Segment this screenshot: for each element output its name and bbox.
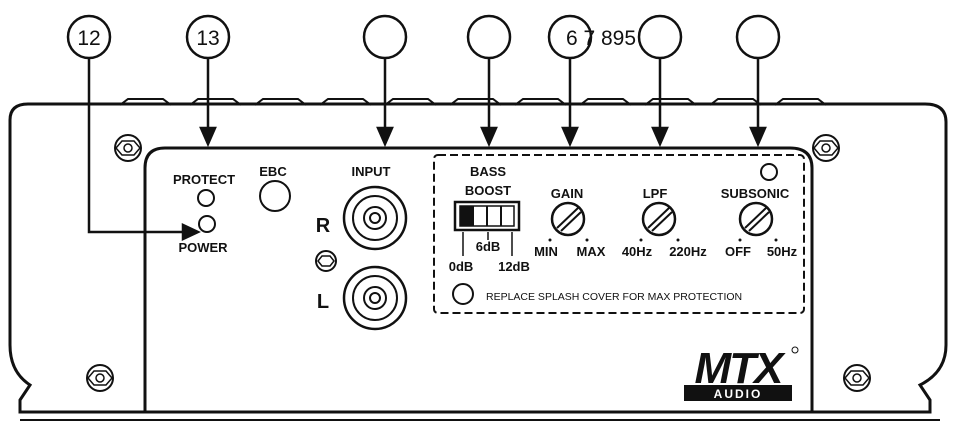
ground-screw-icon (315, 250, 337, 272)
lpf-max-dot (676, 238, 680, 242)
gain-max-dot (585, 238, 589, 242)
gain-min-dot (548, 238, 552, 242)
protect-label: PROTECT (173, 172, 235, 187)
gain-knob[interactable] (550, 201, 586, 237)
bass-boost-switch[interactable] (453, 200, 521, 232)
ebc-label: EBC (259, 164, 287, 179)
power-led (198, 215, 216, 233)
rca-right-jack[interactable] (342, 185, 408, 251)
input-left-label: L (317, 291, 329, 313)
gain-label: GAIN (551, 186, 584, 201)
lpf-label: LPF (643, 186, 668, 201)
subsonic-led (760, 163, 778, 181)
gain-min-label: MIN (534, 244, 558, 259)
splash-cover-indicator (452, 283, 474, 305)
power-label: POWER (178, 240, 228, 255)
svg-text:12: 12 (77, 27, 100, 50)
leader-lines (87, 58, 767, 241)
subsonic-max-dot (774, 238, 778, 242)
subsonic-knob[interactable] (738, 201, 774, 237)
protect-led (197, 189, 215, 207)
control-panel-box (433, 154, 805, 314)
callout-12: 12 (66, 14, 112, 60)
input-right-label: R (316, 215, 331, 237)
subsonic-min-label: OFF (725, 244, 751, 259)
lpf-min-dot (639, 238, 643, 242)
bass-boost-title-2: BOOST (465, 183, 511, 198)
chassis-outline (8, 102, 948, 414)
callout-lpf (637, 14, 683, 60)
bass-boost-ticks (462, 232, 513, 256)
bass-boost-mid-label: 6dB (476, 239, 501, 254)
callout-top-numbers: 6 7 895 (566, 27, 636, 50)
screw-icon-top-left (114, 134, 142, 162)
ebc-port[interactable] (259, 180, 291, 212)
face-panel (143, 146, 814, 414)
screw-icon-bottom-right (843, 364, 871, 392)
svg-text:13: 13 (196, 27, 219, 50)
bass-boost-low-label: 0dB (449, 259, 474, 274)
lpf-min-label: 40Hz (622, 244, 653, 259)
callout-input (362, 14, 408, 60)
lpf-max-label: 220Hz (669, 244, 707, 259)
bass-boost-high-label: 12dB (498, 259, 530, 274)
lpf-knob[interactable] (641, 201, 677, 237)
bass-boost-title-1: BASS (470, 164, 506, 179)
subsonic-max-label: 50Hz (767, 244, 798, 259)
callout-bass (466, 14, 512, 60)
screw-icon-top-right (812, 134, 840, 162)
svg-text:AUDIO: AUDIO (714, 387, 763, 401)
svg-text:MTX: MTX (695, 344, 787, 393)
gain-max-label: MAX (577, 244, 606, 259)
callout-subsonic (735, 14, 781, 60)
subsonic-min-dot (738, 238, 742, 242)
screw-icon-bottom-left (86, 364, 114, 392)
subsonic-label: SUBSONIC (721, 186, 790, 201)
mtx-audio-logo: MTX AUDIO (684, 344, 799, 401)
callout-13: 13 (185, 14, 231, 60)
rca-left-jack[interactable] (342, 265, 408, 331)
splash-cover-note: REPLACE SPLASH COVER FOR MAX PROTECTION (486, 291, 742, 303)
input-label: INPUT (352, 164, 391, 179)
